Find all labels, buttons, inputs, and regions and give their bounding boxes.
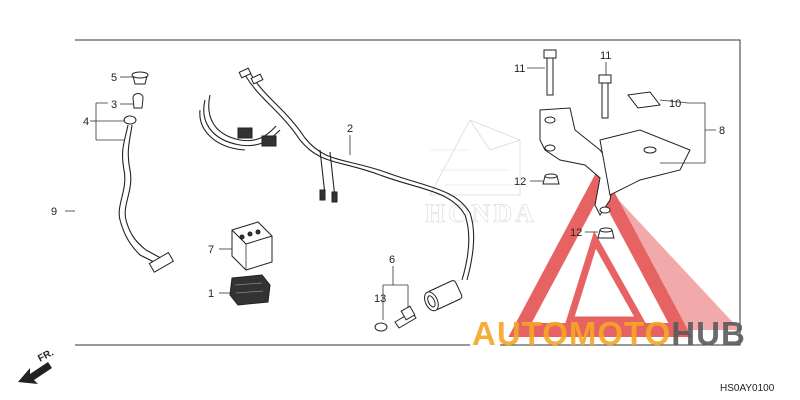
- front-direction-label: FR.: [36, 347, 56, 364]
- honda-wing-logo-faint: HONDA: [425, 119, 537, 228]
- diagram-frame: [75, 39, 741, 346]
- diagram-code: HS0AY0100: [720, 383, 775, 394]
- part-11-bolt-left: [543, 49, 557, 96]
- callout-4: 4: [83, 116, 89, 128]
- callout-11-right: 11: [600, 50, 611, 62]
- part-12-nut-upper: [542, 173, 560, 185]
- callout-11-left: 11: [514, 63, 525, 75]
- part-8-bracket: [539, 107, 691, 216]
- part-5-cap: [131, 71, 149, 85]
- part-11-bolt-right: [598, 74, 612, 119]
- part-1-rubber-cover: [229, 274, 271, 306]
- part-9-harness: [118, 115, 175, 273]
- svg-text:AUTOMOTOHUB: AUTOMOTOHUB: [472, 315, 746, 352]
- part-12-nut-lower: [597, 227, 615, 239]
- part-7-relay: [231, 221, 273, 271]
- part-10-label-plate: [627, 91, 661, 109]
- callout-3: 3: [111, 99, 117, 111]
- part-3-bulb: [132, 93, 144, 109]
- callout-2: 2: [347, 123, 353, 135]
- honda-logo-text: HONDA: [425, 199, 537, 228]
- callout-6: 6: [389, 254, 395, 266]
- callout-7: 7: [208, 244, 214, 256]
- watermark-brand-right: HUB: [671, 315, 746, 352]
- callout-8: 8: [719, 125, 725, 137]
- callout-1: 1: [208, 288, 214, 300]
- callout-12-lower: 12: [570, 227, 582, 239]
- watermark-triangle: [508, 165, 740, 337]
- callout-9: 9: [51, 206, 57, 218]
- callout-12-upper: 12: [514, 176, 526, 188]
- leader-lines: [65, 62, 716, 320]
- callout-13: 13: [374, 293, 386, 305]
- part-2-main-harness: [199, 67, 475, 312]
- callout-5: 5: [111, 72, 117, 84]
- automotohub-watermark: AUTOMOTOHUB: [472, 315, 746, 352]
- watermark-brand-left: AUTOMOTO: [472, 315, 671, 352]
- part-13-screw: [374, 305, 417, 332]
- front-direction-arrow: FR.: [18, 347, 56, 384]
- callout-10: 10: [669, 98, 681, 110]
- callout-labels: 5 3 4 9 2 7 1 6 13 11 11 10 8 12 12: [51, 50, 725, 305]
